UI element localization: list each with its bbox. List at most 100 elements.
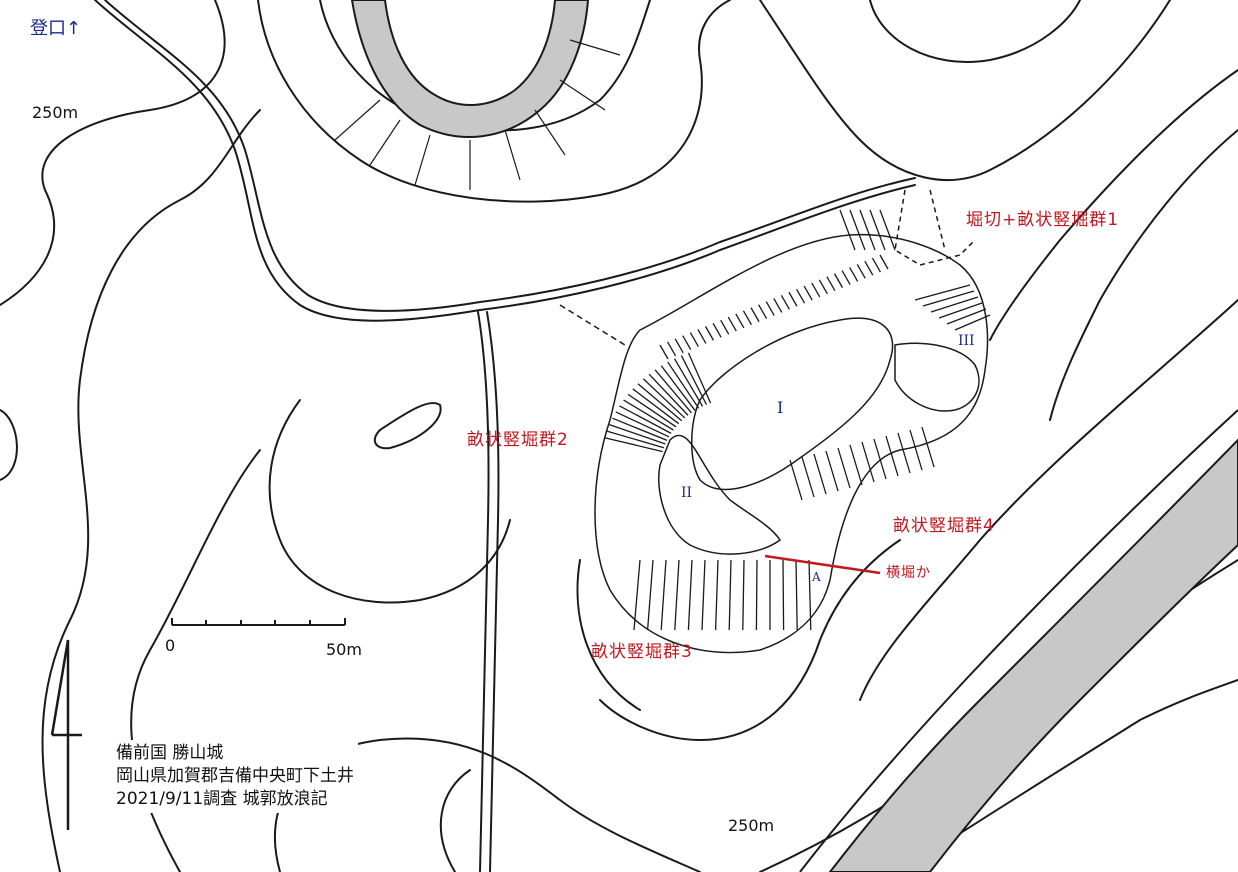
feature-label-group2: 畝状竪堀群2 (467, 430, 569, 450)
hatch-mark (612, 417, 668, 441)
scale-bar (171, 618, 346, 626)
hatch-mark (714, 559, 719, 631)
hatch-mark (742, 559, 745, 631)
feature-label-group1: 堀切+畝状竪堀群1 (966, 210, 1120, 230)
hatch-mark (615, 411, 670, 438)
scale-end-label: 50m (326, 640, 362, 659)
hatch-mark (808, 559, 812, 631)
hatch-mark (689, 332, 699, 347)
hatch-mark (849, 209, 866, 251)
grey-road-band (350, 0, 590, 138)
hatch-mark (873, 438, 887, 480)
hatch-mark (660, 365, 696, 411)
hatch-mark (623, 399, 674, 431)
hatch-mark (825, 450, 839, 492)
info-location: 岡山県加賀郡吉備中央町下土井 (116, 766, 354, 786)
hatch-mark (682, 335, 692, 351)
hatch-mark (803, 285, 813, 301)
hatch-mark (604, 437, 663, 453)
scale-start-label: 0 (165, 636, 176, 655)
enclosure-label-II: II (681, 485, 693, 501)
hatch-mark (811, 282, 821, 298)
hatch-mark (637, 383, 683, 422)
hatch-mark (642, 378, 686, 419)
hatch-mark (826, 276, 836, 292)
contour-elevation-label: 250m (32, 103, 79, 122)
contour-line (257, 0, 731, 203)
road (486, 311, 500, 872)
hatch-mark (909, 429, 923, 471)
hatch-mark (954, 314, 991, 331)
hatch-mark (946, 308, 987, 325)
feature-label-group4: 畝状竪堀群4 (893, 516, 995, 536)
hatch-mark (839, 209, 856, 251)
contour-line (439, 769, 471, 872)
hatch-mark (897, 432, 911, 474)
hatch-mark (704, 326, 715, 341)
yokobori-leader-line (764, 554, 881, 575)
info-castle-name: 備前国 勝山城 (116, 743, 224, 763)
hatch-mark (720, 319, 730, 335)
road (477, 311, 490, 872)
hatch-mark (841, 270, 851, 285)
hatch-mark (818, 279, 828, 295)
contour-line (373, 402, 442, 450)
hatch-mark (788, 291, 798, 307)
hatch-mark (735, 313, 745, 329)
hatch-mark (914, 284, 971, 301)
hatch-mark (633, 559, 641, 631)
castle-outline (594, 233, 989, 654)
hatch-mark (938, 302, 983, 319)
hatch-mark (885, 435, 899, 477)
hatch-mark (922, 290, 975, 307)
hatch-mark (833, 273, 844, 288)
contour-line (989, 69, 1238, 341)
info-survey-date: 2021/9/11調査 城郭放浪記 (116, 789, 328, 809)
grey-road-band-edge (799, 409, 1238, 872)
hatch-mark (687, 559, 693, 631)
contour-line (599, 539, 901, 741)
contour-line (0, 0, 226, 306)
hatch-mark (859, 209, 876, 251)
hatch-mark (795, 288, 806, 304)
hatch-mark (755, 559, 758, 631)
hatch-mark (780, 295, 790, 310)
hatch-mark (856, 263, 866, 279)
hatch-mark (813, 453, 827, 495)
enclosure-I (691, 317, 894, 491)
hatch-mark (765, 301, 775, 316)
hatch-mark (728, 559, 732, 631)
enclosure-label-III: III (958, 333, 975, 349)
hatch-mark (742, 310, 753, 326)
hatch-mark (837, 447, 851, 489)
enclosure-II (658, 434, 782, 555)
hatch-mark (654, 369, 692, 414)
contour-line (268, 399, 511, 604)
hatch-mark (609, 423, 666, 445)
hatch-mark (758, 304, 768, 319)
hatch-mark (648, 373, 689, 416)
hatch-mark (674, 559, 680, 631)
hatch-mark (659, 344, 669, 360)
hatch-mark (680, 355, 708, 405)
grey-road-band (828, 438, 1238, 872)
hatch-mark (727, 316, 737, 332)
hatch-mark (673, 358, 704, 407)
enclosure-III (894, 342, 980, 412)
contour-line (41, 109, 261, 872)
contour-line (576, 559, 641, 711)
hatch-mark (795, 559, 798, 631)
hatch-mark (687, 352, 712, 404)
hatch-mark (921, 426, 935, 468)
hatch-mark (864, 260, 874, 276)
feature-label-yokobori: 横堀か (886, 565, 931, 581)
hatch-mark (750, 307, 760, 323)
contour-line (869, 0, 1081, 63)
hatch-mark (667, 361, 700, 409)
feature-label-group3: 畝状竪堀群3 (591, 642, 693, 662)
hatch-mark (871, 257, 881, 273)
contour-line (759, 0, 1171, 181)
entrance-label: 登口↑ (30, 18, 82, 39)
hatch-mark (646, 559, 654, 631)
